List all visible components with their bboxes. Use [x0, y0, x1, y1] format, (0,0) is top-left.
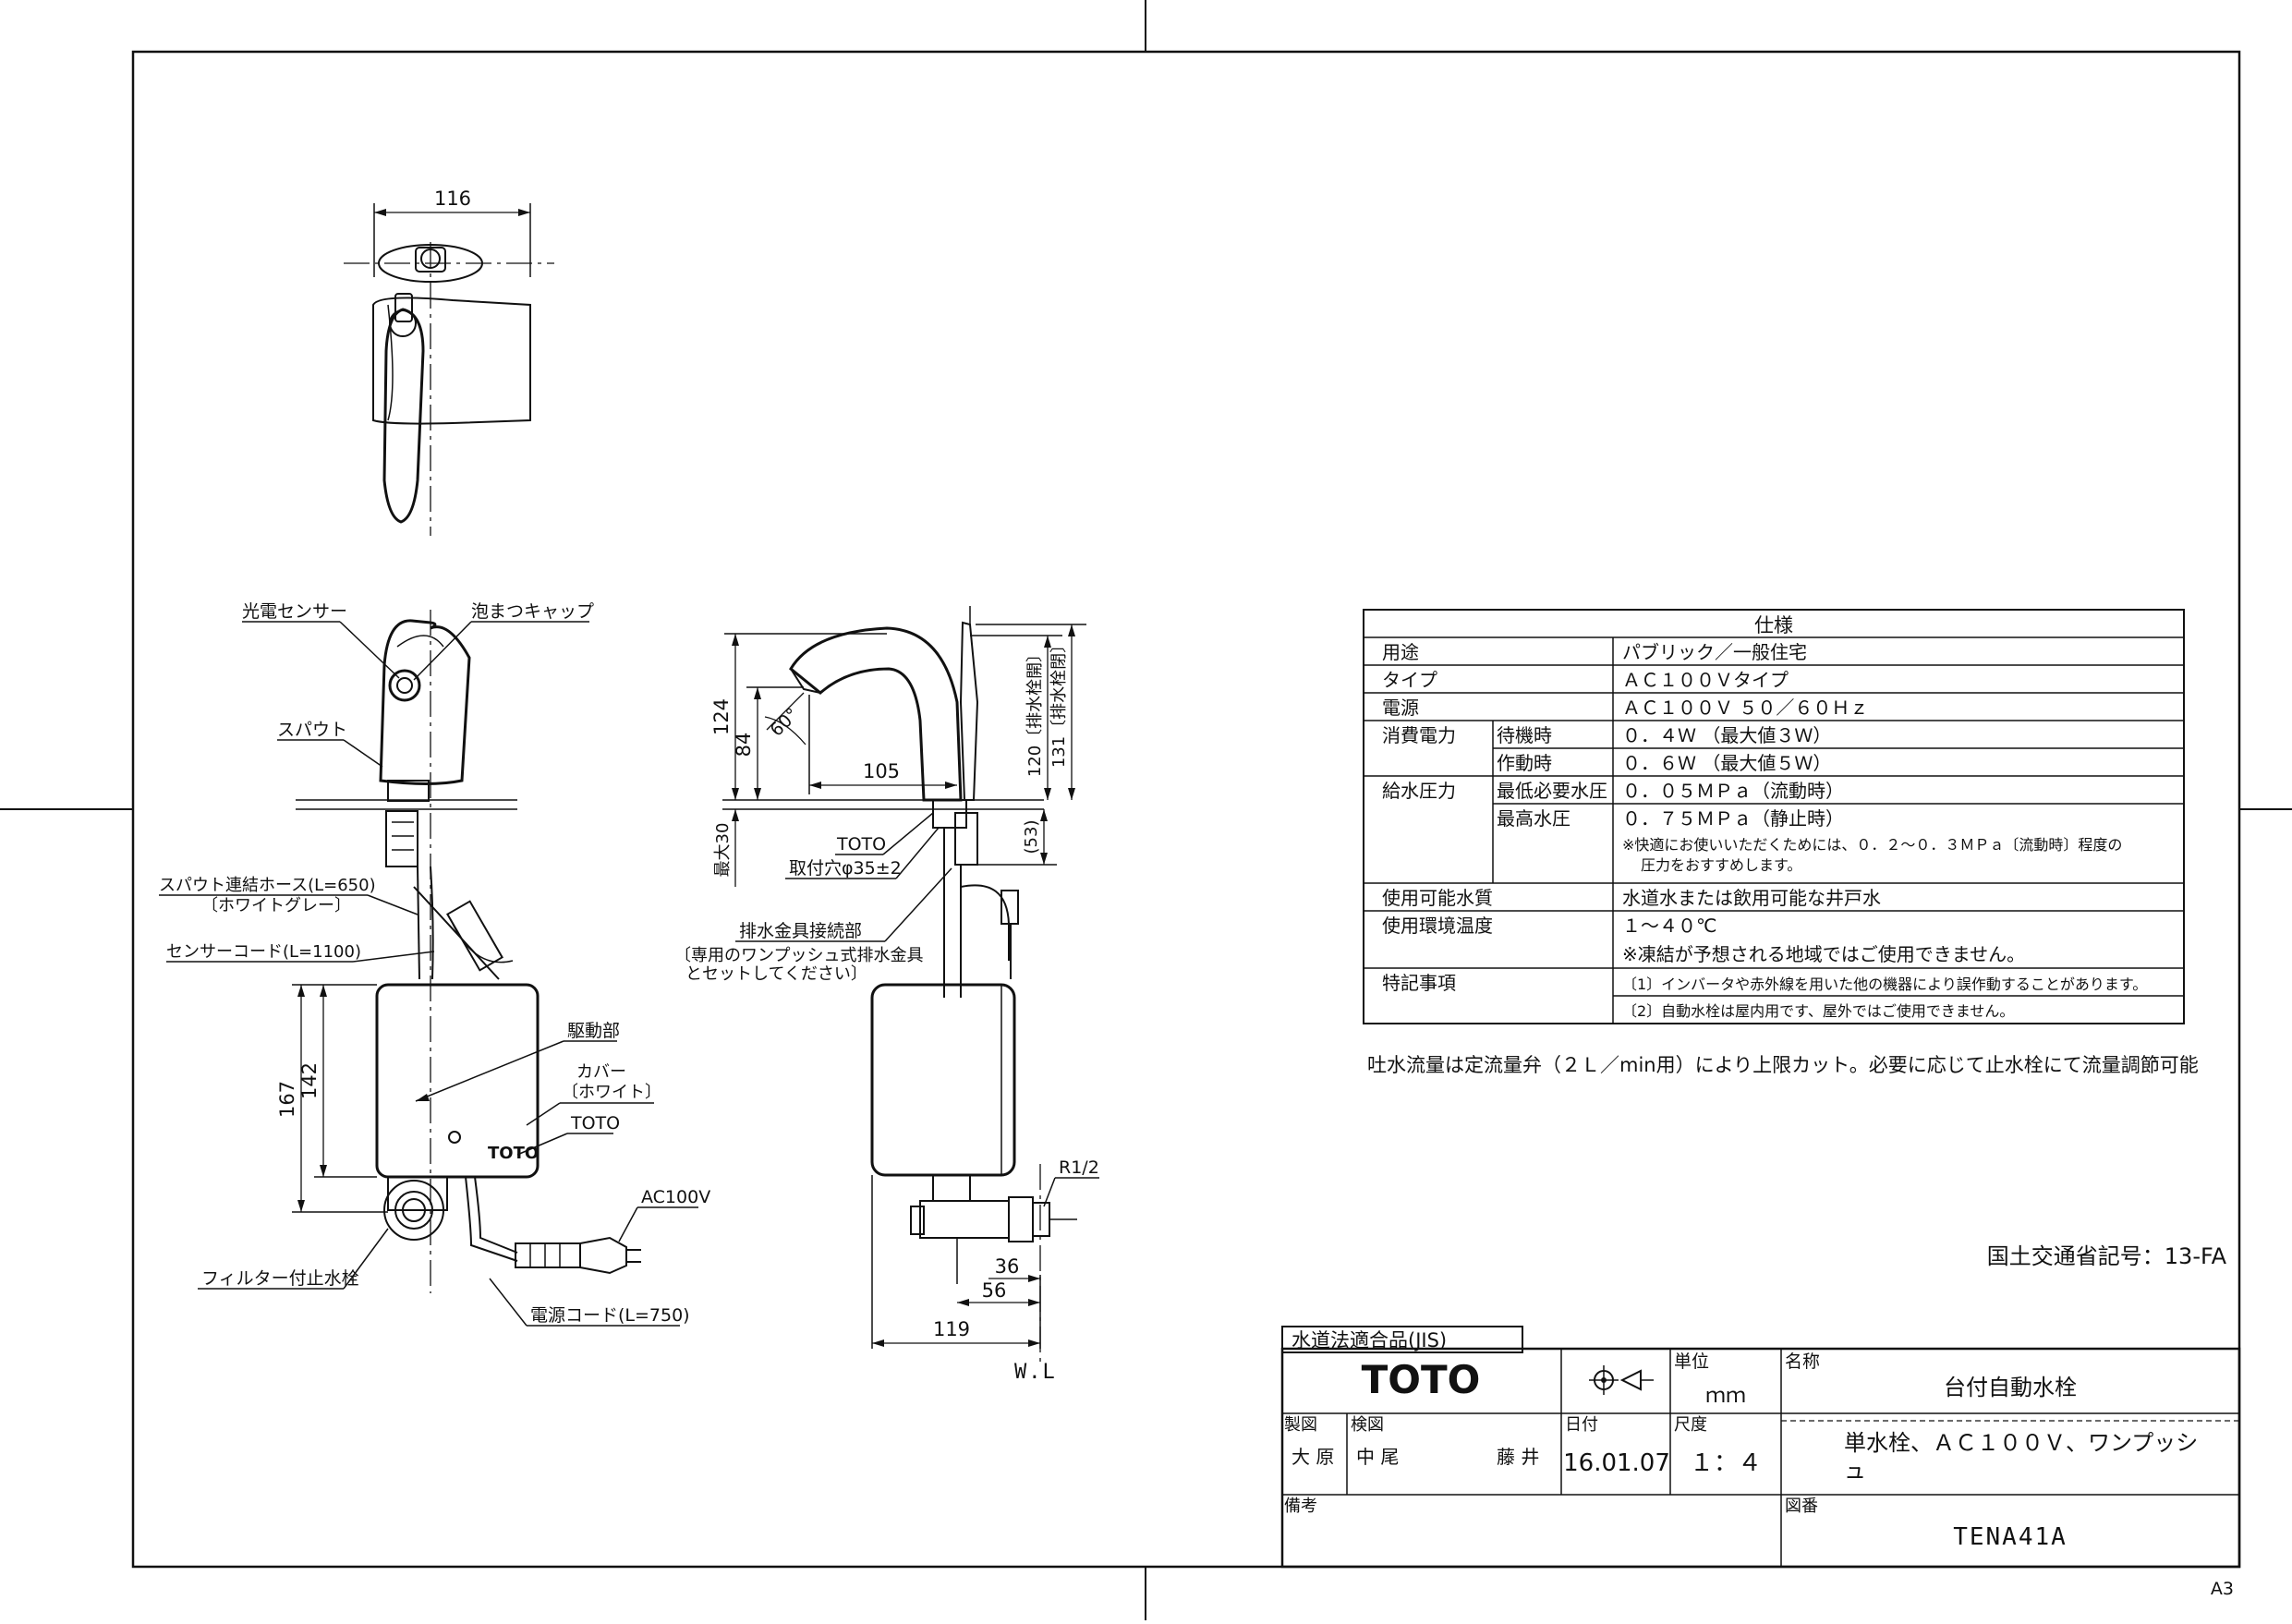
spec-v-3: ０．４Ｗ （最大値３Ｗ）	[1622, 724, 1831, 746]
spec-v-1: ＡＣ１００Ｖタイプ	[1622, 669, 1789, 691]
label-spout: スパウト	[277, 720, 347, 740]
spec-k2-5: 最低必要水圧	[1497, 780, 1607, 802]
dim-131: 131〔排水栓閉〕	[1049, 636, 1069, 768]
desc-line2: ュ	[1844, 1458, 1866, 1484]
spec-v-12: 〔1〕インバータや赤外線を用いた他の機器により誤作動することがあります。	[1622, 976, 2147, 993]
side-view-dims: 124 84 60° 105 120〔排水栓開〕 131〔排水栓閉〕 (53) …	[674, 624, 1099, 1384]
spec-v-13: 〔2〕自動水栓は屋内用です、屋外ではご使用できません。	[1622, 1002, 2014, 1020]
date-label: 日付	[1565, 1415, 1598, 1435]
sheet-size: A3	[2211, 1579, 2234, 1599]
spec-v-7: ※快適にお使いいただくためには、０．２～０．３ＭＰａ〔流動時〕程度の	[1622, 836, 2122, 854]
dim-119: 119	[933, 1318, 970, 1340]
label-spout-hose-color: 〔ホワイトグレー〕	[201, 896, 351, 915]
dim-116: 116	[434, 188, 471, 210]
label-mount-hole: 取付穴φ35±2	[789, 858, 902, 879]
front-view-labels: 光電センサー 泡まつキャップ スパウト スパウト連結ホース(L=650) 〔ホワ…	[159, 601, 710, 1327]
spec-v-6: ０．７５ＭＰａ（静止時）	[1622, 807, 1844, 830]
dwg-label: 図番	[1785, 1497, 1818, 1516]
desc-line1: 単水栓、ＡＣ１００Ｖ、ワンプッシ	[1844, 1430, 2198, 1456]
label-toto-side: TOTO	[836, 834, 886, 854]
dim-56: 56	[982, 1279, 1007, 1302]
unit-label: 単位	[1674, 1351, 1709, 1372]
label-cover-color: 〔ホワイト〕	[562, 1083, 661, 1102]
label-r12: R1/2	[1059, 1157, 1099, 1178]
name-value: 台付自動水栓	[1944, 1375, 2077, 1400]
remarks-label: 備考	[1284, 1497, 1317, 1516]
scale-label: 尺度	[1674, 1415, 1707, 1435]
spec-k-12: 特記事項	[1382, 972, 1456, 994]
dim-105: 105	[863, 760, 900, 782]
company-logo: TOTO	[1362, 1357, 1481, 1402]
spec-k2-3: 待機時	[1497, 724, 1552, 746]
top-view: 116	[344, 188, 554, 536]
check-name1: 中 尾	[1356, 1446, 1399, 1468]
label-aerator-cap: 泡まつキャップ	[471, 601, 594, 622]
drawn-label: 製図	[1284, 1415, 1317, 1435]
spec-v-11: ※凍結が予想される地域ではご使用できません。	[1622, 943, 2025, 965]
dim-167: 167	[276, 1081, 298, 1118]
label-ac100v: AC100V	[641, 1187, 710, 1207]
spec-k-5: 給水圧力	[1382, 780, 1456, 802]
spec-v-9: 水道水または飲用可能な井戸水	[1622, 887, 1881, 909]
dim-142: 142	[298, 1062, 321, 1099]
label-cover: カバー	[576, 1062, 626, 1082]
dim-84: 84	[733, 733, 755, 757]
box-logo: TOTO	[488, 1144, 539, 1163]
dim-124: 124	[710, 698, 733, 735]
label-sensor-cord: センサーコード(L=1100)	[166, 942, 361, 962]
label-sensor: 光電センサー	[242, 601, 347, 622]
label-toto: TOTO	[570, 1113, 620, 1133]
date-value: 16.01.07	[1563, 1449, 1670, 1477]
spec-title: 仕様	[1754, 614, 1793, 636]
flow-note: 吐水流量は定流量弁（２Ｌ／min用）により上限カット。必要に応じて止水栓にて流量…	[1367, 1054, 2199, 1076]
title-block: 水道法適合品(JIS) TOTO 単位 ｍｍ 名称 台付自動水栓 製図 大 原 …	[1280, 1326, 2241, 1569]
spec-k-0: 用途	[1382, 641, 1419, 663]
dwg-number: TENA41A	[1953, 1523, 2068, 1551]
label-drain-note1: 〔専用のワンプッシュ式排水金具	[674, 946, 923, 965]
spec-k2-4: 作動時	[1497, 752, 1552, 774]
label-spout-hose: スパウト連結ホース(L=650)	[159, 876, 376, 895]
spec-v-0: パブリック／一般住宅	[1622, 641, 1807, 663]
label-drive-unit: 駆動部	[567, 1021, 620, 1041]
scale-value: １：４	[1690, 1449, 1762, 1477]
label-filter-valve: フィルター付止水栓	[201, 1268, 359, 1289]
spec-k-2: 電源	[1382, 697, 1419, 719]
spec-k-10: 使用環境温度	[1382, 915, 1493, 937]
label-drain-joint: 排水金具接続部	[739, 921, 862, 941]
spec-v-10: １～４０℃	[1622, 915, 1716, 937]
spec-v-5: ０．０５ＭＰａ（流動時）	[1622, 780, 1844, 802]
check-label: 検図	[1351, 1415, 1384, 1435]
label-power-cord: 電源コード(L=750)	[530, 1305, 690, 1326]
spec-k-1: タイプ	[1382, 669, 1437, 691]
spec-v-2: ＡＣ１００Ｖ ５０／６０Ｈｚ	[1622, 697, 1868, 719]
name-label: 名称	[1785, 1351, 1820, 1372]
label-wl: W.L	[1014, 1361, 1057, 1384]
projection-icon	[1589, 1365, 1654, 1395]
drawn-name: 大 原	[1292, 1446, 1334, 1468]
mlit-code: 国土交通省記号：13-FA	[1987, 1243, 2227, 1269]
label-drain-note2: とセットしてください〕	[685, 964, 867, 984]
dim-120: 120〔排水栓開〕	[1025, 646, 1045, 777]
dim-max30: 最大30	[713, 823, 733, 878]
dim-36: 36	[995, 1255, 1020, 1278]
spec-v-8: 圧力をおすすめします。	[1641, 856, 1801, 874]
spec-v-4: ０．６Ｗ （最大値５Ｗ）	[1622, 752, 1831, 774]
spec-k2-6: 最高水圧	[1497, 807, 1570, 830]
dim-53: (53)	[1022, 820, 1041, 854]
check-name2: 藤 井	[1497, 1446, 1539, 1468]
unit-value: ｍｍ	[1705, 1385, 1746, 1408]
spec-k-3: 消費電力	[1382, 724, 1456, 746]
spec-k-9: 使用可能水質	[1382, 887, 1493, 909]
